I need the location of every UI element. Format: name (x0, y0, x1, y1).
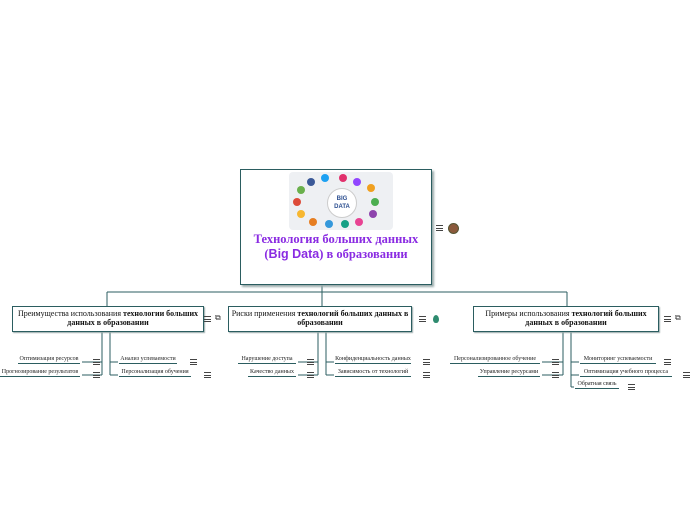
leaf-performance-monitoring[interactable]: Мониторинг успеваемости (580, 355, 656, 364)
note-icon[interactable]: ⧉ (215, 313, 221, 322)
leaf-data-privacy[interactable]: Конфиденциальность данных (335, 356, 411, 364)
leaf-resource-management[interactable]: Управление ресурсами (478, 369, 540, 377)
leaf-feedback[interactable]: Обратная связь (575, 380, 619, 389)
leaf-menu-icon[interactable] (423, 372, 430, 378)
leaf-access-violation[interactable]: Нарушение доступа (238, 355, 296, 364)
leaf-data-quality[interactable]: Качество данных (248, 368, 296, 377)
leaf-results-forecasting[interactable]: Прогнозирование результатов (0, 369, 80, 377)
leaf-menu-icon[interactable] (190, 359, 197, 365)
branch-3-menu-icon[interactable] (664, 316, 671, 322)
leaf-menu-icon[interactable] (307, 359, 314, 365)
root-menu-icon[interactable] (436, 225, 443, 231)
leaf-menu-icon[interactable] (307, 372, 314, 378)
root-title: Технология больших данных (Big Data) в о… (253, 232, 419, 261)
branch-2-menu-icon[interactable] (419, 316, 426, 322)
avatar-icon[interactable] (448, 223, 459, 234)
note-icon[interactable]: ⧉ (675, 313, 681, 322)
drop-icon[interactable] (433, 315, 439, 323)
leaf-tech-dependence[interactable]: Зависимость от технологий (335, 368, 411, 377)
root-topic[interactable]: BIG DATA Технология больших данных (Big … (240, 169, 432, 285)
leaf-menu-icon[interactable] (664, 359, 671, 365)
leaf-performance-analysis[interactable]: Анализ успеваемости (119, 356, 177, 364)
branch-1-menu-icon[interactable] (204, 316, 211, 322)
leaf-menu-icon[interactable] (683, 372, 690, 378)
leaf-personalized-learning[interactable]: Персонализация обучения (119, 368, 191, 377)
branch-risks[interactable]: Риски применения технологий больших данн… (228, 306, 412, 332)
leaf-menu-icon[interactable] (552, 372, 559, 378)
big-data-badge: BIG DATA (327, 188, 357, 218)
leaf-resource-optimization[interactable]: Оптимизация ресурсов (18, 356, 80, 364)
big-data-image: BIG DATA (289, 172, 393, 230)
leaf-menu-icon[interactable] (93, 372, 100, 378)
branch-examples[interactable]: Примеры использования технологий больших… (473, 306, 659, 332)
leaf-menu-icon[interactable] (552, 359, 559, 365)
branch-advantages[interactable]: Преимущества использования технологии бо… (12, 306, 204, 332)
leaf-process-optimization[interactable]: Оптимизация учебного процесса (580, 368, 672, 377)
leaf-menu-icon[interactable] (423, 359, 430, 365)
leaf-menu-icon[interactable] (628, 384, 635, 390)
leaf-menu-icon[interactable] (204, 372, 211, 378)
leaf-menu-icon[interactable] (93, 359, 100, 365)
leaf-personalized-education[interactable]: Персонализированное обучение (450, 355, 540, 364)
